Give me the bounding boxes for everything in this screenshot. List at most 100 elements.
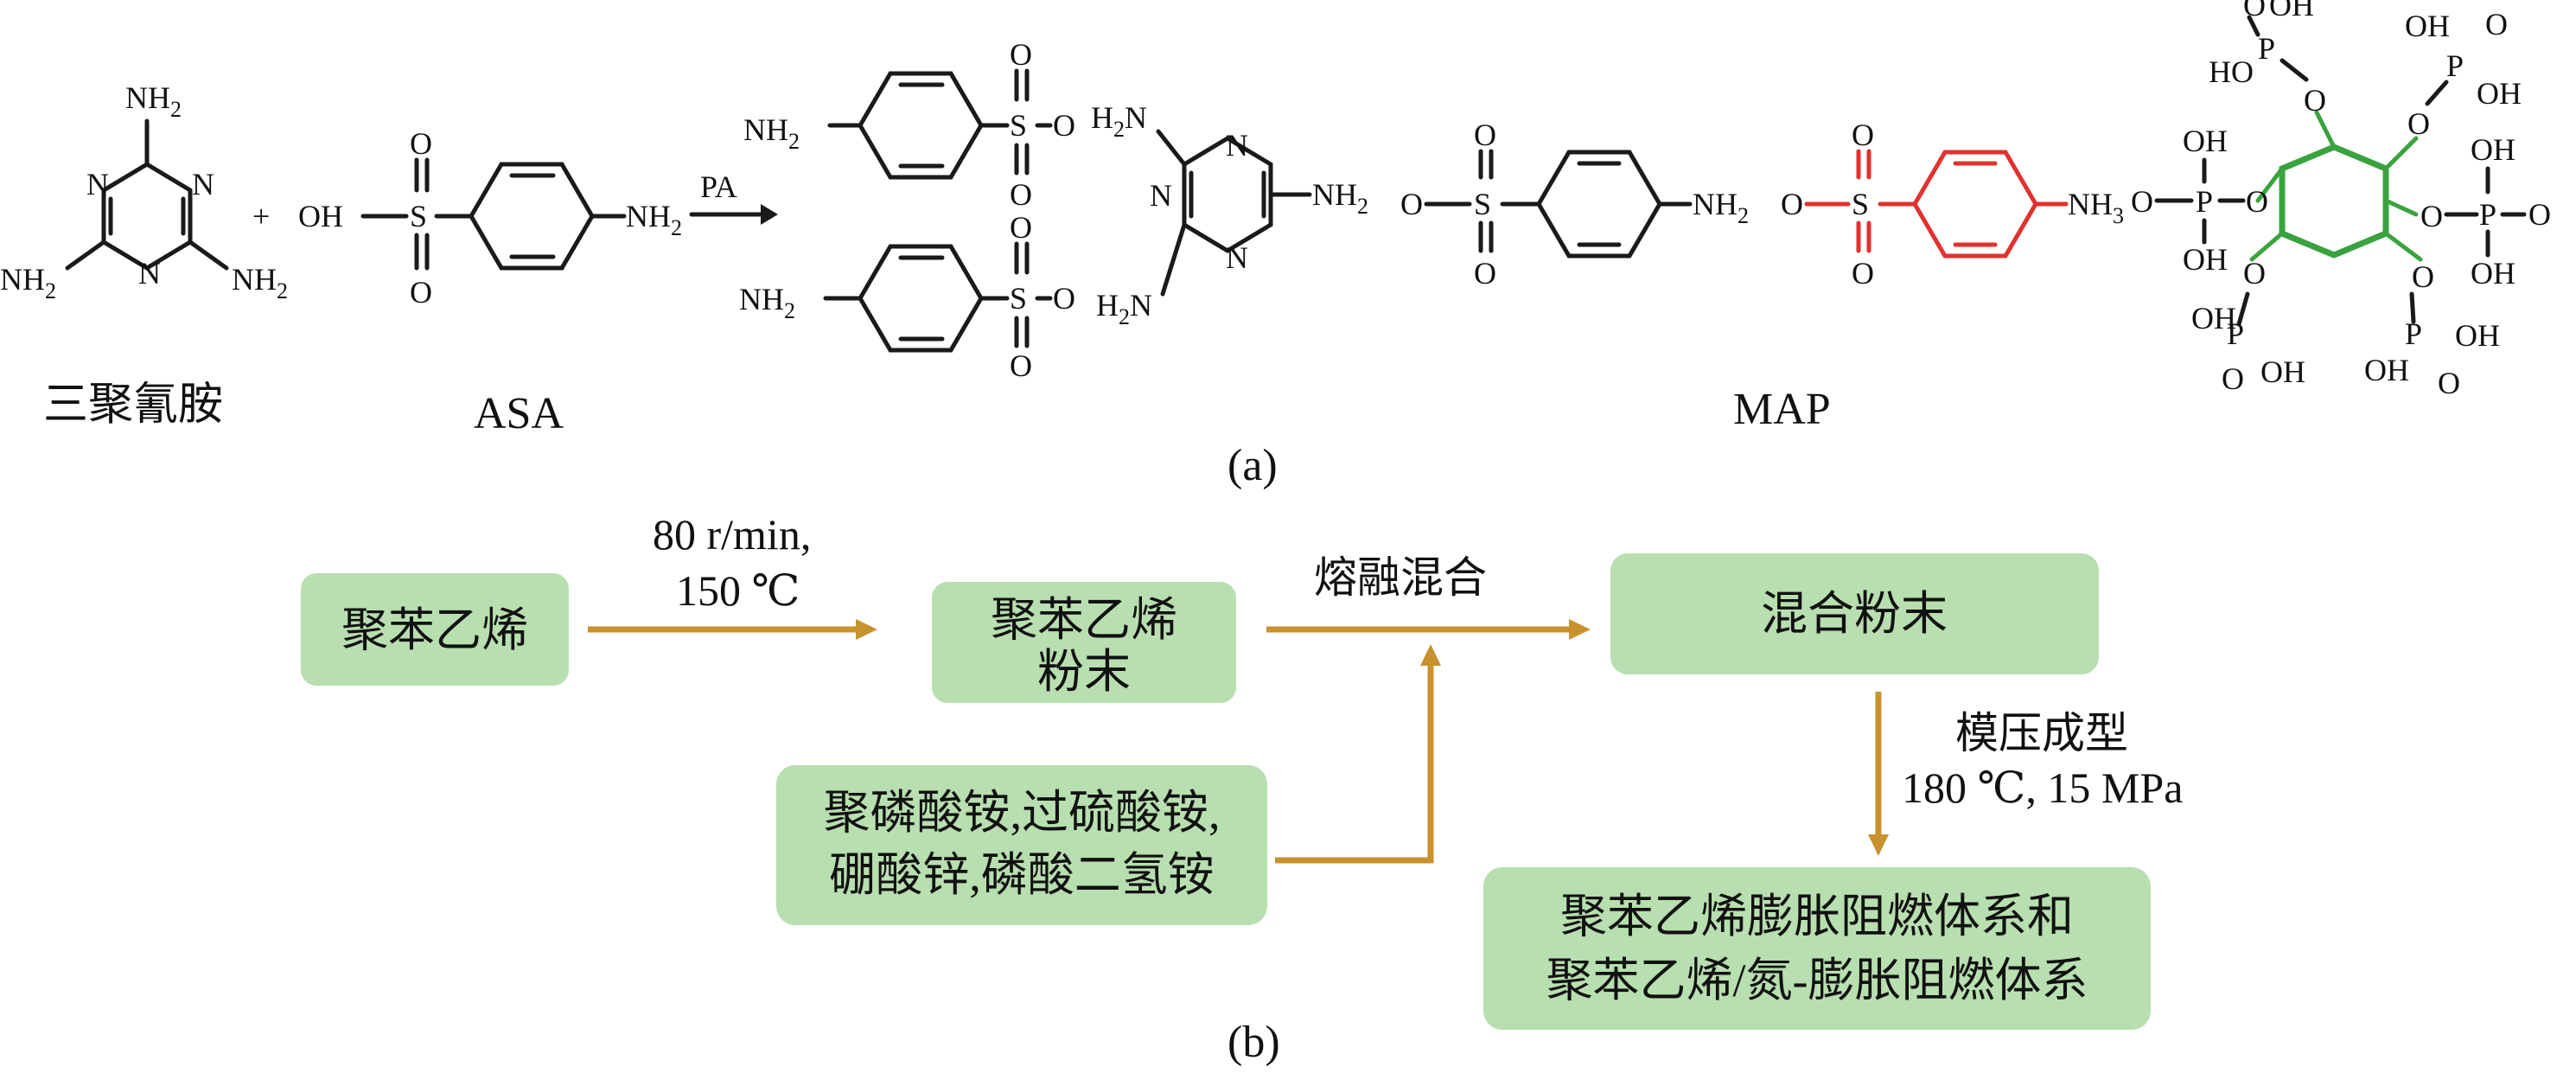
atom-oh: OH xyxy=(2477,76,2522,111)
atom-nh2: NH2 xyxy=(125,80,182,122)
atom-nh2: NH2 xyxy=(743,112,800,154)
phytic-acid-structure: O O O O O O P O HO OH P OH O OH O P OH xyxy=(2131,0,2551,400)
atom-o: O xyxy=(1474,256,1496,291)
melamine-caption: 三聚氰胺 xyxy=(43,380,223,430)
bond xyxy=(188,240,229,271)
atom-p: P xyxy=(2227,316,2244,351)
atom-nh2: NH2 xyxy=(0,262,56,303)
box-label: 混合粉末 xyxy=(1761,588,1948,640)
atom-p: P xyxy=(2446,48,2464,83)
benzene-ring xyxy=(469,162,595,271)
arrow-head xyxy=(1420,644,1441,666)
atom-s: S xyxy=(1852,187,1869,221)
label-mold: 模压成型 xyxy=(1955,709,2128,757)
melamine-ring xyxy=(101,162,193,271)
atom-nh2: NH2 xyxy=(232,262,288,303)
atom-s: S xyxy=(1010,281,1027,316)
atom-p: P xyxy=(2405,316,2422,351)
atom-o: O xyxy=(2304,83,2326,118)
bond xyxy=(2247,15,2260,37)
bond xyxy=(2280,58,2309,82)
atom-o: O xyxy=(1010,348,1032,383)
bond xyxy=(1156,129,1187,167)
box-additives: 聚磷酸铵,过硫酸铵, 硼酸锌,磷酸二氢铵 xyxy=(776,765,1267,925)
panel-a: NH2 NH2 NH2 N N N 三聚氰胺 + OH S O O NH2 xyxy=(0,0,2551,490)
atom-p: P xyxy=(2196,184,2213,219)
atom-p: P xyxy=(2258,31,2275,66)
atom-o: O xyxy=(2131,184,2153,219)
box-ps: 聚苯乙烯 xyxy=(301,573,569,686)
arrow-head xyxy=(856,619,877,640)
atom-n: N xyxy=(138,256,161,291)
atom-o: O xyxy=(1010,37,1032,72)
atom-o: O xyxy=(1474,118,1496,152)
map-caption: MAP xyxy=(1733,385,1831,434)
atom-n: N xyxy=(1226,240,1248,275)
box-bg xyxy=(1610,553,2099,674)
bond xyxy=(2425,80,2449,106)
product-structure: NH2 S O O O NH2 S O xyxy=(739,37,2124,434)
atom-o: O xyxy=(2243,0,2266,22)
bond xyxy=(1160,222,1187,297)
atom-o: O xyxy=(1400,187,1423,221)
atom-o: O xyxy=(1053,108,1075,143)
atom-nh3: NH3 xyxy=(2068,187,2124,228)
atom-oh: OH xyxy=(2471,132,2515,167)
atom-o: O xyxy=(1010,210,1032,245)
box-label: 硼酸锌,磷酸二氢铵 xyxy=(829,849,1215,901)
atom-o: O xyxy=(1781,187,1803,221)
atom-n: N xyxy=(1150,178,1172,213)
atom-o: O xyxy=(410,126,432,161)
atom-oh: OH xyxy=(2260,354,2305,389)
box-bg xyxy=(1483,867,2151,1030)
bond xyxy=(2314,110,2337,150)
atom-o: O xyxy=(2407,106,2430,141)
atom-ho: HO xyxy=(2209,54,2254,89)
box-ps-powder: 聚苯乙烯 粉末 xyxy=(932,582,1236,703)
atom-s: S xyxy=(410,199,427,233)
atom-oh: OH xyxy=(2405,9,2450,43)
atom-p: P xyxy=(2479,197,2496,232)
atom-oh: OH xyxy=(2183,242,2228,277)
box-label: 粉末 xyxy=(1037,646,1131,698)
box-label: 聚苯乙烯 xyxy=(341,604,528,656)
box-label: 聚苯乙烯/氮-膨胀阻燃体系 xyxy=(1546,955,2088,1006)
flow-arrow xyxy=(1868,692,1889,856)
panel-b: 80 r/min, 150 ℃ 熔融混合 模压成型 180 ℃, 15 MPa … xyxy=(301,510,2183,1067)
atom-o: O xyxy=(410,275,432,310)
atom-nh2: NH2 xyxy=(1312,177,1368,219)
box-label: 聚苯乙烯膨胀阻燃体系和 xyxy=(1560,891,2074,942)
reagent-label: PA xyxy=(700,169,737,204)
atom-o: O xyxy=(2485,7,2508,42)
box-result: 聚苯乙烯膨胀阻燃体系和 聚苯乙烯/氮-膨胀阻燃体系 xyxy=(1483,867,2151,1030)
atom-o: O xyxy=(2222,361,2244,396)
label-temp: 150 ℃ xyxy=(676,566,800,615)
box-bg xyxy=(301,573,569,686)
atom-o: O xyxy=(2412,259,2434,294)
label-melt: 熔融混合 xyxy=(1314,553,1487,602)
benzene-ring xyxy=(1536,150,1662,259)
benzene-ring xyxy=(858,244,984,353)
flow-arrow xyxy=(588,619,877,640)
box-label: 聚磷酸铵,过硫酸铵, xyxy=(824,787,1221,839)
bond xyxy=(2236,291,2250,327)
label-speed: 80 r/min, xyxy=(653,510,811,559)
arrow-head xyxy=(761,204,778,225)
atom-oh: OH xyxy=(2455,318,2500,353)
atom-oh: OH xyxy=(298,199,343,233)
bond xyxy=(65,240,106,271)
atom-nh2: NH2 xyxy=(626,199,682,240)
atom-s: S xyxy=(1010,108,1027,143)
box-bg xyxy=(932,582,1236,703)
flow-arrow xyxy=(1266,619,1591,640)
atom-o: O xyxy=(1053,281,1075,316)
bond xyxy=(2409,291,2416,324)
atom-o: O xyxy=(1852,256,1874,291)
bond xyxy=(2249,231,2285,262)
atom-nh2: NH2 xyxy=(739,282,795,323)
atom-oh: OH xyxy=(2191,301,2236,335)
atom-o: O xyxy=(2246,184,2268,219)
atom-n: N xyxy=(1226,128,1248,163)
flow-arrow xyxy=(1275,644,1441,864)
